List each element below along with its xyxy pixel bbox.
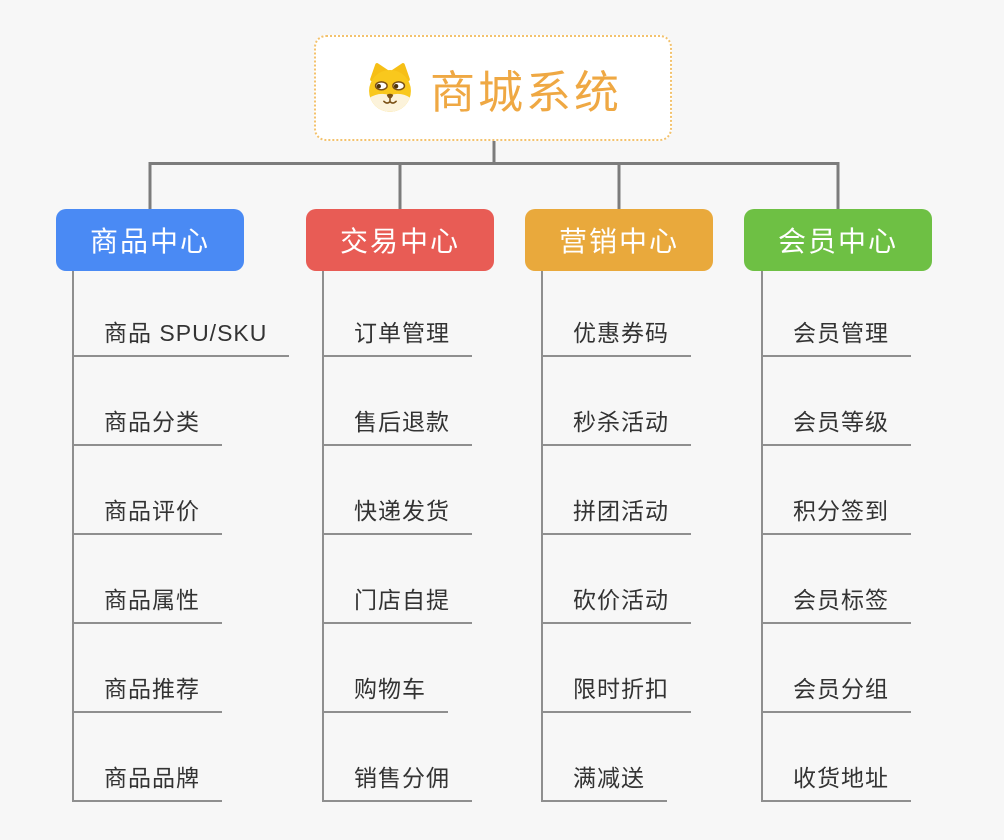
branch-children-rail — [322, 271, 324, 800]
child-node-label: 商品品牌 — [104, 765, 200, 791]
child-node-label: 收货地址 — [793, 765, 889, 791]
child-node[interactable]: 销售分佣 — [322, 756, 472, 802]
branch-node-product-center[interactable]: 商品中心 — [56, 209, 244, 271]
child-node[interactable]: 售后退款 — [322, 400, 472, 446]
child-node-label: 商品评价 — [104, 498, 200, 524]
child-node[interactable]: 门店自提 — [322, 578, 472, 624]
child-node[interactable]: 会员管理 — [761, 311, 911, 357]
child-node[interactable]: 砍价活动 — [541, 578, 691, 624]
child-node-label: 会员标签 — [793, 587, 889, 613]
child-node[interactable]: 秒杀活动 — [541, 400, 691, 446]
root-title: 商城系统 — [429, 66, 622, 118]
branch-children-rail — [761, 271, 763, 800]
child-node-label: 商品 SPU/SKU — [104, 320, 268, 346]
child-node[interactable]: 商品评价 — [72, 489, 222, 535]
child-node-label: 门店自提 — [354, 587, 450, 613]
child-node-label: 会员管理 — [793, 320, 889, 346]
child-node[interactable]: 满减送 — [541, 756, 667, 802]
child-node[interactable]: 商品属性 — [72, 578, 222, 624]
child-node-label: 优惠券码 — [573, 320, 669, 346]
child-node-label: 订单管理 — [354, 320, 450, 346]
child-node-label: 商品属性 — [104, 587, 200, 613]
child-node-label: 秒杀活动 — [573, 409, 669, 435]
child-node[interactable]: 收货地址 — [761, 756, 911, 802]
child-node-label: 会员分组 — [793, 676, 889, 702]
child-node[interactable]: 拼团活动 — [541, 489, 691, 535]
child-node[interactable]: 商品分类 — [72, 400, 222, 446]
child-node-label: 售后退款 — [354, 409, 450, 435]
dog-face-icon — [369, 63, 411, 112]
branch-node-trade-center[interactable]: 交易中心 — [306, 209, 494, 271]
child-node[interactable]: 商品推荐 — [72, 667, 222, 713]
child-node[interactable]: 购物车 — [322, 667, 448, 713]
child-node[interactable]: 会员标签 — [761, 578, 911, 624]
child-node-label: 砍价活动 — [573, 587, 669, 613]
branch-node-marketing-center[interactable]: 营销中心 — [525, 209, 713, 271]
child-node-label: 会员等级 — [793, 409, 889, 435]
child-node[interactable]: 快递发货 — [322, 489, 472, 535]
branch-node-member-center[interactable]: 会员中心 — [744, 209, 932, 271]
child-node[interactable]: 积分签到 — [761, 489, 911, 535]
child-node-label: 快递发货 — [354, 498, 450, 524]
child-node-label: 商品推荐 — [104, 676, 200, 702]
child-node[interactable]: 订单管理 — [322, 311, 472, 357]
child-node[interactable]: 限时折扣 — [541, 667, 691, 713]
child-node[interactable]: 会员分组 — [761, 667, 911, 713]
child-node[interactable]: 优惠券码 — [541, 311, 691, 357]
child-node-label: 销售分佣 — [354, 765, 450, 791]
child-node-label: 满减送 — [573, 765, 645, 791]
child-node[interactable]: 商品 SPU/SKU — [72, 311, 290, 357]
child-node-label: 购物车 — [354, 676, 426, 702]
child-node[interactable]: 商品品牌 — [72, 756, 222, 802]
root-node[interactable]: 商城系统 — [314, 35, 672, 141]
branch-children-rail — [72, 271, 74, 800]
child-node-label: 积分签到 — [793, 498, 889, 524]
branch-children-rail — [541, 271, 543, 800]
child-node-label: 限时折扣 — [573, 676, 669, 702]
child-node-label: 拼团活动 — [573, 498, 669, 524]
child-node-label: 商品分类 — [104, 409, 200, 435]
child-node[interactable]: 会员等级 — [761, 400, 911, 446]
